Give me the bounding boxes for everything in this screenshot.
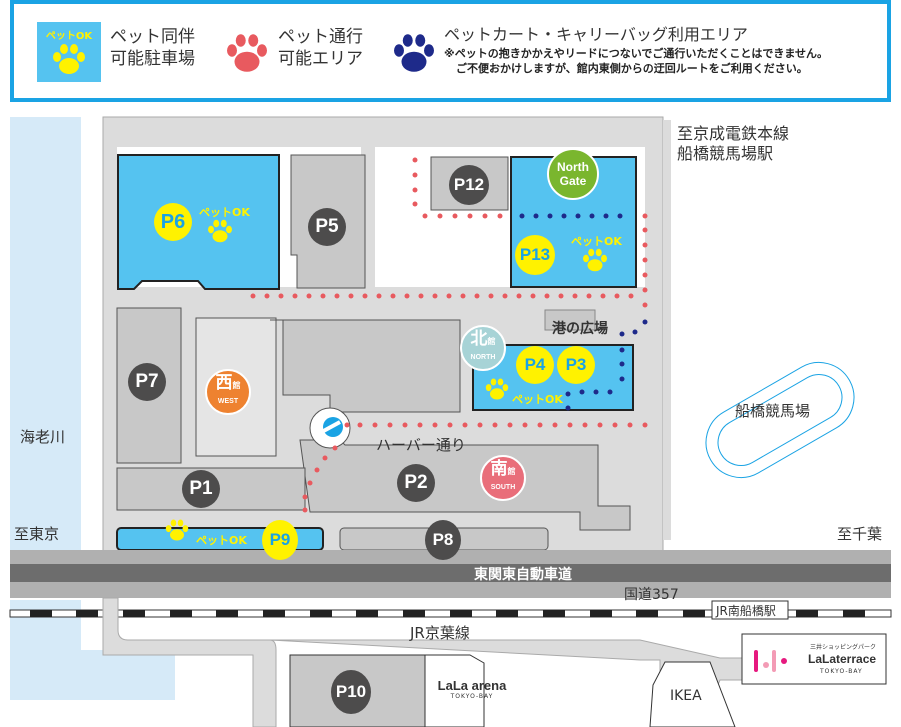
parking-p6[interactable]: P6: [154, 203, 192, 241]
lala-terrace-logo[interactable]: 三井ショッピングパーク LaLaterrace TOKYO-BAY: [750, 640, 882, 680]
legend-pet-parking-label: ペット同伴 可能駐車場: [110, 26, 195, 70]
parking-p4[interactable]: P4: [516, 346, 554, 384]
parking-p3[interactable]: P3: [557, 346, 595, 384]
pet-ok-label: ペットOK: [199, 206, 250, 219]
jr-line-label: JR京葉線: [410, 624, 470, 642]
label-text: 至京成電鉄本線: [677, 124, 790, 143]
legend-text: ペット同伴: [110, 27, 195, 47]
north-building-badge[interactable]: 北館 NORTH: [460, 325, 506, 371]
north-gate-text: Gate: [559, 174, 587, 188]
to-chiba-label: 至千葉: [837, 525, 883, 543]
route357-label: 国道357: [624, 587, 679, 603]
lala-terrace-top: 三井ショッピングパーク: [810, 644, 877, 651]
west-en: WEST: [217, 397, 239, 405]
paw-icon-navy: [394, 34, 434, 72]
lala-arena-name: LaLa arena: [437, 678, 507, 693]
keisei-direction-label: 至京成電鉄本線 船橋競馬場駅: [677, 124, 789, 164]
harbor-street-label: ハーバー通り: [376, 436, 466, 454]
paw-icon-yellow: [485, 378, 509, 400]
west-suffix: 館: [232, 380, 241, 390]
legend-box: ペットOK ペット同伴 可能駐車場 ペット通行 可能エリア ペットカート・キャリ…: [10, 0, 891, 102]
lala-arena-sub: TOKYO-BAY: [450, 693, 494, 700]
parking-p7[interactable]: P7: [128, 363, 166, 401]
ikea-label: IKEA: [670, 688, 702, 704]
west-kanji: 西: [215, 372, 233, 392]
south-suffix: 館: [507, 466, 516, 476]
parking-p5[interactable]: P5: [308, 208, 346, 246]
lala-arena-logo[interactable]: LaLa arena TOKYO-BAY: [432, 678, 512, 700]
north-gate-text: North: [557, 160, 589, 174]
south-en: SOUTH: [490, 483, 516, 491]
legend-pet-cart: ペットカート・キャリーバッグ利用エリア ※ペットの抱きかかえやリードにつないでご…: [444, 24, 828, 76]
legend-text: 可能エリア: [278, 49, 363, 69]
legend-text: ペット通行: [278, 27, 363, 47]
racecourse-label: 船橋競馬場: [735, 402, 811, 420]
south-building-badge[interactable]: 南館 SOUTH: [480, 455, 526, 501]
legend-cart-title: ペットカート・キャリーバッグ利用エリア: [444, 25, 748, 44]
expressway-label: 東関東自動車道: [474, 567, 572, 583]
to-tokyo-label: 至東京: [14, 525, 60, 543]
parking-p12[interactable]: P12: [449, 165, 489, 205]
parking-p9[interactable]: P9: [262, 520, 298, 560]
paw-icon-yellow: [208, 219, 232, 243]
paw-icon-yellow: [165, 519, 189, 541]
parking-p13[interactable]: P13: [515, 235, 555, 275]
legend-cart-note: ご不便おかけしますが、館内東側からの迂回ルートをご利用ください。: [456, 62, 808, 75]
parking-p10[interactable]: P10: [331, 670, 371, 714]
parking-p8[interactable]: P8: [425, 520, 461, 560]
pet-ok-badge: ペットOK: [37, 22, 101, 82]
pet-ok-label: ペットOK: [571, 235, 622, 248]
legend-cart-note: ※ペットの抱きかかえやリードにつないでご通行いただくことはできません。: [444, 47, 829, 60]
west-building-badge[interactable]: 西館 WEST: [205, 369, 251, 415]
pet-ok-badge-text: ペットOK: [45, 31, 93, 42]
pet-ok-label: ペットOK: [196, 534, 247, 547]
legend-pet-walk-label: ペット通行 可能エリア: [278, 26, 363, 70]
label-text: 船橋競馬場駅: [677, 144, 774, 163]
paw-icon-yellow: [583, 248, 607, 272]
paw-icon-red: [227, 34, 267, 72]
ebigawa-river-label: 海老川: [20, 428, 66, 446]
lala-terrace-mark-icon: [754, 650, 787, 672]
lala-terrace-name: LaLaterrace: [808, 652, 877, 666]
north-kanji: 北: [470, 328, 488, 348]
north-suffix: 館: [487, 336, 496, 346]
north-en: NORTH: [470, 353, 496, 361]
minato-plaza-label: 港の広場: [552, 321, 608, 337]
paw-icon-yellow: [53, 44, 85, 74]
parking-p1[interactable]: P1: [182, 470, 220, 508]
pet-ok-label: ペットOK: [512, 393, 563, 406]
south-kanji: 南: [490, 458, 508, 478]
lala-terrace-sub: TOKYO-BAY: [820, 668, 863, 675]
jr-station-label[interactable]: JR南船橋駅: [716, 604, 776, 618]
parking-p2[interactable]: P2: [397, 464, 435, 502]
legend-text: 可能駐車場: [110, 49, 195, 69]
north-gate-badge[interactable]: North Gate: [547, 148, 599, 200]
